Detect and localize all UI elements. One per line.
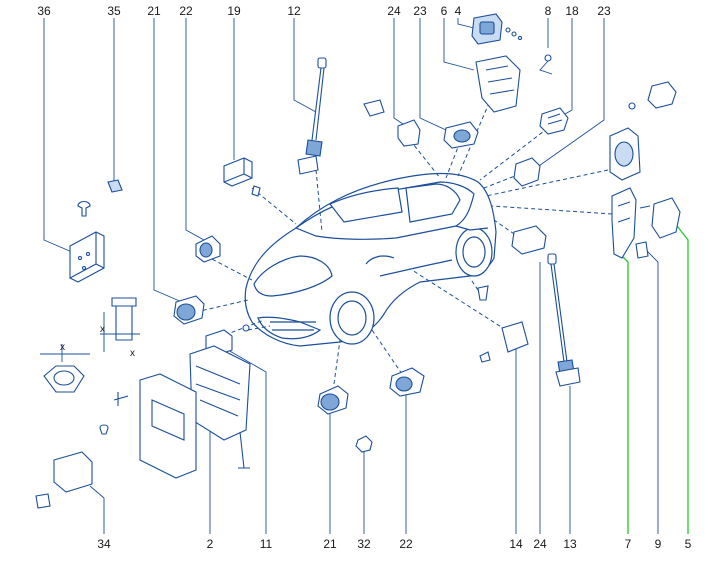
label-bottom: 22 bbox=[399, 537, 413, 551]
part-18-connector bbox=[539, 107, 569, 135]
part-2-bracket bbox=[189, 345, 251, 469]
part-34-clip bbox=[35, 424, 109, 509]
label-bottom: 24 bbox=[533, 537, 547, 551]
part-35-clip bbox=[107, 179, 123, 193]
label-top: 4 bbox=[454, 4, 462, 18]
label-bottom: 9 bbox=[654, 537, 662, 551]
part-22-sensor bbox=[195, 235, 221, 263]
part-pin bbox=[477, 285, 489, 301]
label-top: 12 bbox=[287, 4, 301, 18]
part-nut-hex bbox=[40, 344, 90, 393]
part-24-sensor-top bbox=[363, 99, 421, 147]
x-mark: x bbox=[60, 342, 65, 353]
label-top: 22 bbox=[179, 4, 193, 18]
label-top: 35 bbox=[107, 4, 121, 18]
part-22-sensor-bottom bbox=[389, 367, 425, 397]
part-14-sensor bbox=[479, 321, 529, 363]
label-bottom: 34 bbox=[97, 537, 111, 551]
part-21-sensor-bottom bbox=[317, 385, 349, 415]
label-top: 23 bbox=[413, 4, 427, 18]
label-top: 8 bbox=[544, 4, 552, 18]
part-36-bracket bbox=[69, 200, 105, 283]
label-bottom: 32 bbox=[357, 537, 371, 551]
x-mark: x bbox=[130, 348, 135, 359]
label-bottom: 21 bbox=[323, 537, 337, 551]
label-top: 6 bbox=[440, 4, 448, 18]
label-top: 23 bbox=[597, 4, 611, 18]
label-bottom: 14 bbox=[509, 537, 523, 551]
part-24-sensor-right bbox=[511, 225, 547, 255]
part-13-strut bbox=[547, 253, 581, 387]
part-6-bracket bbox=[475, 55, 521, 113]
part-bolt-dimension bbox=[100, 297, 140, 352]
part-23-sensor-top bbox=[443, 121, 479, 149]
part-23-sensor-right bbox=[513, 157, 541, 187]
label-bottom: 7 bbox=[624, 537, 632, 551]
bottom-leader-lines bbox=[89, 249, 659, 534]
top-leader-lines bbox=[43, 18, 605, 303]
part-4-camera bbox=[471, 13, 523, 45]
x-mark: x bbox=[100, 324, 105, 335]
part-mounting-plate bbox=[113, 373, 197, 479]
part-19-module bbox=[223, 157, 261, 197]
dimension-marks: x x x bbox=[60, 324, 135, 359]
part-7-mirror-housing bbox=[611, 187, 637, 259]
label-top: 24 bbox=[387, 4, 401, 18]
label-bottom: 13 bbox=[563, 537, 577, 551]
part-mirror-module bbox=[609, 81, 677, 181]
part-9-screw bbox=[635, 241, 649, 259]
label-bottom: 2 bbox=[206, 537, 214, 551]
part-8-fixing bbox=[539, 54, 553, 75]
part-5-mirror-cover bbox=[639, 197, 681, 239]
label-bottom: 5 bbox=[684, 537, 692, 551]
label-bottom: 11 bbox=[259, 537, 273, 551]
part-12-strut bbox=[297, 57, 327, 175]
part-32-nut bbox=[355, 435, 373, 453]
highlight-leader-lines bbox=[617, 221, 689, 534]
label-top: 18 bbox=[565, 4, 579, 18]
label-top: 21 bbox=[147, 4, 161, 18]
label-top: 19 bbox=[227, 4, 241, 18]
label-top: 36 bbox=[37, 4, 51, 18]
vehicle-outline bbox=[244, 172, 497, 347]
part-21-sensor-left bbox=[173, 295, 205, 325]
